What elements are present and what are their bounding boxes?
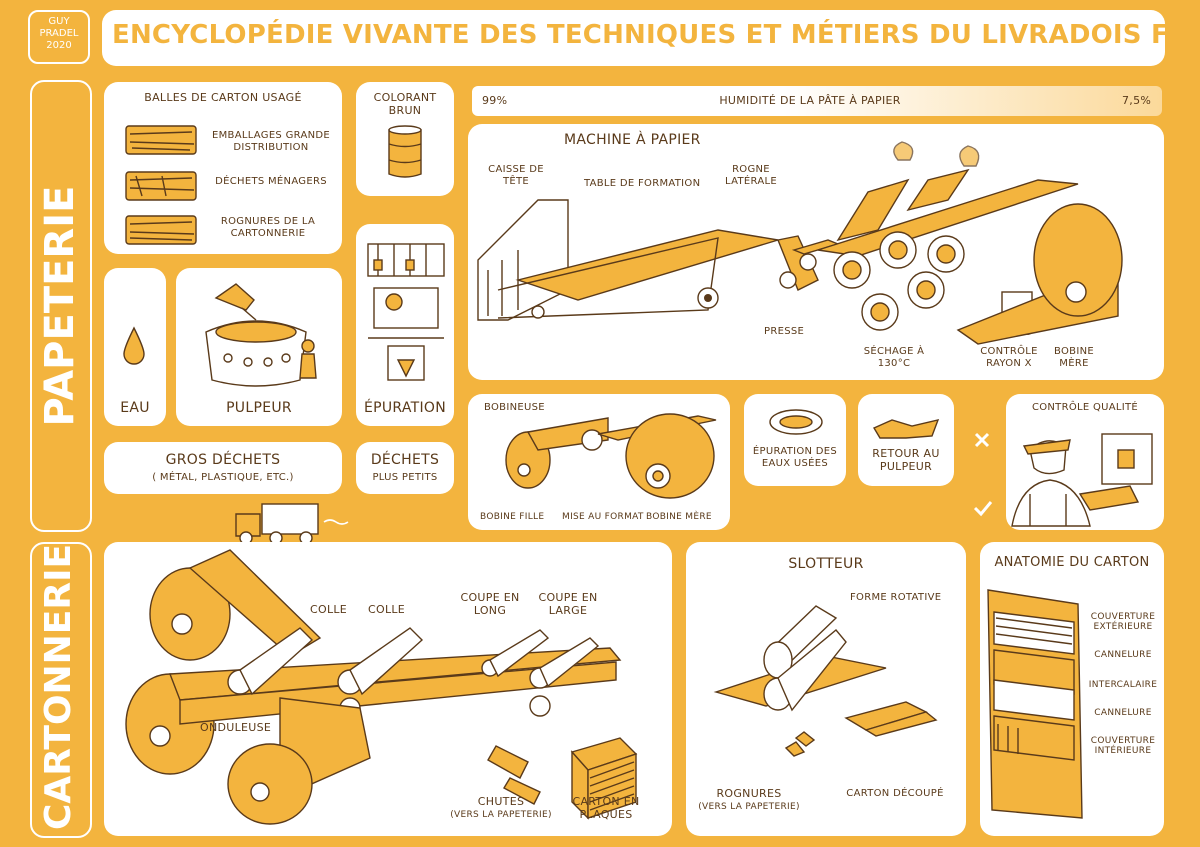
author-line: PRADEL bbox=[39, 28, 79, 39]
carton-layers-illustration bbox=[987, 589, 1083, 819]
author-line: GUY bbox=[48, 16, 70, 27]
gros-dechets-panel bbox=[104, 442, 342, 494]
pulper-illustration bbox=[205, 283, 317, 387]
papeterie-tab bbox=[30, 80, 92, 532]
colle1-label: COLLE bbox=[310, 603, 348, 616]
colle2-label: COLLE bbox=[368, 603, 406, 616]
bobine-mere-label: BOBINE MÈRE bbox=[1054, 346, 1094, 369]
onduleuse-label: ONDULEUSE bbox=[200, 721, 272, 734]
page-title: ENCYCLOPÉDIE VIVANTE DES TECHNIQUES ET M… bbox=[112, 20, 1200, 50]
accept-check-icon bbox=[973, 501, 993, 517]
couche1-label: COUVERTURE EXTÉRIEURE bbox=[1090, 612, 1156, 633]
author-line: 2020 bbox=[46, 40, 72, 51]
reject-x-icon bbox=[974, 432, 990, 448]
humidity-end: 7,5% bbox=[1122, 94, 1152, 107]
caisse-label: CAISSE DE TÊTE bbox=[488, 164, 544, 187]
retour-label: RETOUR AU PULPEUR bbox=[872, 447, 940, 473]
plus-petits-label: PLUS PETITS bbox=[372, 472, 438, 483]
eau-label: EAU bbox=[120, 400, 150, 416]
author-credit: GUY PRADEL 2020 bbox=[30, 16, 88, 52]
carton-plaques-label: CARTON EN PLAQUES bbox=[572, 795, 640, 821]
cartonnerie-tab bbox=[30, 542, 92, 838]
couche4-label: CANNELURE bbox=[1094, 708, 1152, 718]
balles-title: BALLES DE CARTON USAGÉ bbox=[144, 91, 302, 104]
retour-panel bbox=[858, 394, 954, 486]
quality-inspector-illustration bbox=[1011, 433, 1153, 527]
water-treatment-icon bbox=[769, 409, 823, 435]
anatomie-title: ANATOMIE DU CARTON bbox=[994, 555, 1150, 570]
rogne-label: ROGNE LATÉRALE bbox=[725, 164, 777, 187]
rognures-label: ROGNURES DE LA CARTONNERIE bbox=[220, 216, 316, 239]
bale-illustrations bbox=[125, 125, 197, 245]
sechage-label: SÉCHAGE À 130°C bbox=[863, 346, 925, 369]
coupe-long-label: COUPE EN LONG bbox=[460, 591, 520, 617]
author-box bbox=[28, 10, 90, 64]
petits-dechets-panel bbox=[356, 442, 454, 494]
couche2-label: CANNELURE bbox=[1094, 650, 1152, 660]
eaux-label: ÉPURATION DES EAUX USÉES bbox=[752, 446, 838, 469]
section-cartonnerie: CARTONNERIE bbox=[38, 543, 79, 830]
gros-dechets-detail: ( MÉTAL, PLASTIQUE, ETC.) bbox=[152, 472, 294, 483]
couche3-label: INTERCALAIRE bbox=[1088, 680, 1158, 690]
bobineuse-title: BOBINEUSE bbox=[484, 402, 545, 413]
humidity-bar bbox=[472, 86, 1162, 116]
presse-label: PRESSE bbox=[764, 326, 805, 337]
table-label: TABLE DE FORMATION bbox=[584, 178, 701, 189]
emballages-label: EMBALLAGES GRANDE DISTRIBUTION bbox=[211, 130, 330, 153]
chutes-label: CHUTES bbox=[477, 795, 525, 808]
dechets-label: DÉCHETS bbox=[370, 452, 440, 468]
title-banner bbox=[102, 10, 1165, 66]
barrel-icon bbox=[388, 125, 422, 178]
colorant-label: COLORANT BRUN bbox=[373, 91, 437, 117]
pulpeur-label: PULPEUR bbox=[226, 400, 292, 416]
slotter-illustration bbox=[713, 605, 938, 757]
bobineuse-illustration bbox=[505, 413, 717, 499]
forme-rotative-label: FORME ROTATIVE bbox=[850, 592, 942, 603]
bobine-fille-label: BOBINE FILLE bbox=[480, 512, 545, 522]
gros-dechets-label: GROS DÉCHETS bbox=[165, 452, 281, 468]
bobine-mere-bobineuse-label: BOBINE MÈRE bbox=[646, 512, 712, 522]
epuration-label: ÉPURATION bbox=[363, 400, 447, 416]
scrap-icon bbox=[872, 419, 940, 439]
mise-au-format-label: MISE AU FORMAT bbox=[562, 512, 644, 522]
rognures-slotteur-detail: (VERS LA PAPETERIE) bbox=[698, 802, 800, 812]
water-drop-icon bbox=[123, 326, 145, 365]
qualite-label: CONTRÔLE QUALITÉ bbox=[1031, 402, 1139, 413]
couche5-label: COUVERTURE INTÉRIEURE bbox=[1090, 736, 1156, 757]
epuration-illustration bbox=[367, 243, 445, 381]
corrugator-illustration bbox=[125, 549, 638, 825]
slotteur-title: SLOTTEUR bbox=[788, 556, 864, 572]
humidity-label: HUMIDITÉ DE LA PÂTE À PAPIER bbox=[719, 94, 901, 107]
carton-decoupe-label: CARTON DÉCOUPÉ bbox=[846, 788, 944, 799]
controle-label: CONTRÔLE RAYON X bbox=[980, 346, 1038, 369]
section-papeterie: PAPETERIE bbox=[37, 185, 83, 427]
humidity-start: 99% bbox=[482, 94, 508, 107]
machine-title: MACHINE À PAPIER bbox=[564, 132, 701, 148]
coupe-large-label: COUPE EN LARGE bbox=[538, 591, 598, 617]
rognures-slotteur-label: ROGNURES bbox=[716, 787, 782, 800]
paper-machine-illustration bbox=[477, 141, 1123, 345]
chutes-detail: (VERS LA PAPETERIE) bbox=[450, 810, 552, 820]
truck-icon bbox=[235, 503, 349, 545]
menagers-label: DÉCHETS MÉNAGERS bbox=[215, 176, 327, 187]
